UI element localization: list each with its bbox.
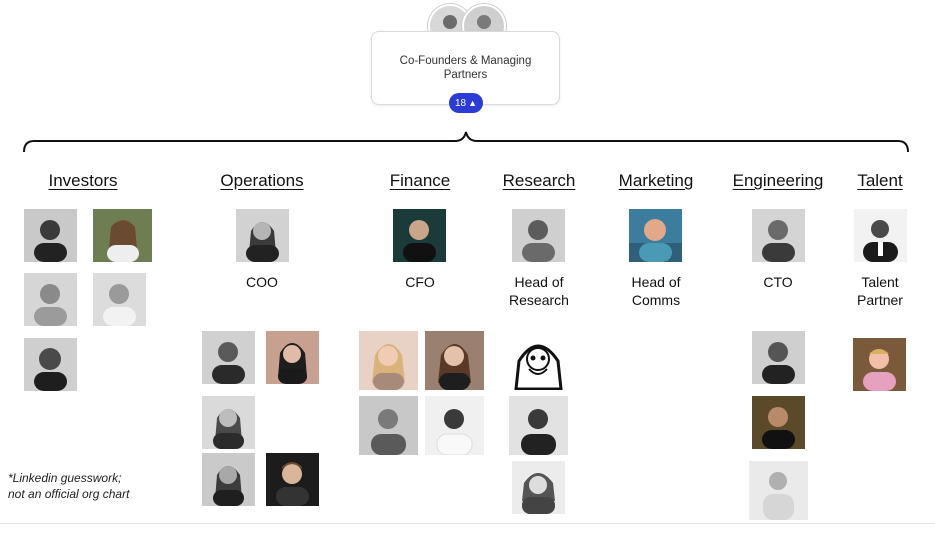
person-photo[interactable] bbox=[93, 273, 146, 326]
role-line: Research bbox=[509, 292, 569, 308]
root-node-card[interactable]: Co-Founders & Managing Partners bbox=[371, 31, 560, 105]
role-line: Partner bbox=[857, 292, 903, 308]
role-label: CFO bbox=[405, 274, 435, 290]
person-photo[interactable] bbox=[512, 209, 565, 262]
role-label: Head of Comms bbox=[601, 273, 711, 309]
dept-investors[interactable]: Investors bbox=[48, 171, 118, 190]
role-line: Head of bbox=[514, 274, 564, 290]
chevron-up-icon: ▲ bbox=[468, 98, 478, 108]
person-photo[interactable] bbox=[752, 331, 805, 384]
person-photo[interactable] bbox=[202, 453, 255, 506]
person-photo[interactable] bbox=[629, 209, 682, 262]
role-line: Talent bbox=[861, 274, 899, 290]
person-photo[interactable] bbox=[359, 396, 418, 455]
dept-operations[interactable]: Operations bbox=[220, 171, 304, 190]
root-node-title: Co-Founders & Managing Partners bbox=[399, 55, 532, 81]
person-photo[interactable] bbox=[266, 331, 319, 384]
person-photo[interactable] bbox=[24, 338, 77, 391]
count-label: 18 bbox=[454, 98, 467, 109]
dept-engineering[interactable]: Engineering bbox=[732, 171, 824, 190]
role-line: Head of bbox=[631, 274, 681, 290]
person-photo[interactable] bbox=[853, 338, 906, 391]
person-photo[interactable] bbox=[425, 396, 484, 455]
dept-talent[interactable]: Talent bbox=[857, 171, 903, 190]
footnote: *Linkedin guesswork; not an official org… bbox=[8, 470, 129, 502]
footnote-line: *Linkedin guesswork; bbox=[8, 471, 122, 485]
person-photo[interactable] bbox=[93, 209, 152, 262]
person-photo[interactable] bbox=[24, 209, 77, 262]
person-photo[interactable] bbox=[393, 209, 446, 262]
role-label: CTO bbox=[763, 274, 793, 290]
role-line: Comms bbox=[631, 292, 681, 308]
org-bracket bbox=[23, 131, 909, 153]
person-photo[interactable] bbox=[236, 209, 289, 262]
person-photo[interactable] bbox=[509, 396, 568, 455]
dept-finance[interactable]: Finance bbox=[389, 171, 451, 190]
person-photo[interactable] bbox=[202, 331, 255, 384]
person-illustration[interactable] bbox=[512, 461, 565, 514]
footnote-line: not an official org chart bbox=[8, 487, 130, 501]
role-label: COO bbox=[246, 274, 278, 290]
role-label: Talent Partner bbox=[825, 273, 935, 309]
expand-count-button[interactable]: 18▲ bbox=[449, 93, 483, 113]
dept-marketing[interactable]: Marketing bbox=[618, 171, 694, 190]
person-photo[interactable] bbox=[752, 396, 805, 449]
person-photo[interactable] bbox=[752, 209, 805, 262]
role-label: Head of Research bbox=[484, 273, 594, 309]
dept-research[interactable]: Research bbox=[502, 171, 576, 190]
person-photo[interactable] bbox=[854, 209, 907, 262]
person-photo[interactable] bbox=[359, 331, 418, 390]
person-photo[interactable] bbox=[425, 331, 484, 390]
person-photo[interactable] bbox=[202, 396, 255, 449]
person-photo[interactable] bbox=[266, 453, 319, 506]
person-photo[interactable] bbox=[24, 273, 77, 326]
person-illustration[interactable] bbox=[509, 331, 568, 390]
person-photo[interactable] bbox=[749, 461, 808, 520]
divider bbox=[0, 523, 935, 524]
